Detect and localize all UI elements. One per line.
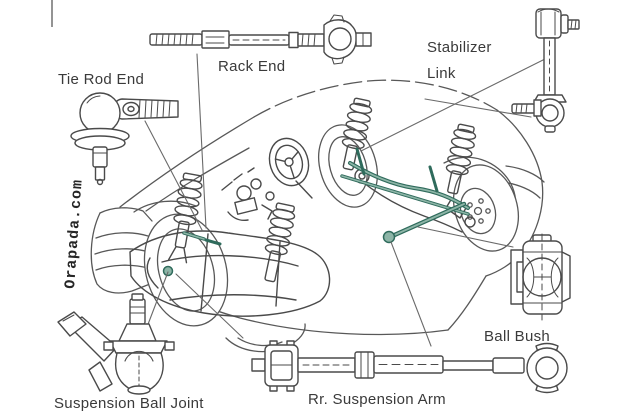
watermark-text: Orapada.com (62, 178, 87, 289)
stabilizer-link-on-car-right (428, 165, 439, 193)
steering-wheel (268, 137, 313, 199)
front-bumper (90, 207, 153, 294)
front-right-strut (263, 202, 297, 283)
tie-rod-end-drawing (70, 92, 179, 186)
label-stabilizer: Stabilizer (427, 39, 492, 56)
leader-stabilizer-link-1 (360, 58, 546, 152)
car-illustration (90, 79, 545, 353)
ball-bush-drawing (510, 233, 571, 322)
label-ball-bush: Ball Bush (484, 328, 550, 345)
leader-rack-end (196, 53, 207, 229)
label-rack-end: Rack End (218, 58, 285, 75)
engine-detail (221, 167, 275, 222)
rear-suspension-highlighted (340, 147, 470, 244)
leader-tie-rod-end (144, 120, 203, 231)
rear-right-strut (444, 123, 478, 195)
stabilizer-link-on-car-left (355, 147, 366, 176)
label-rr-suspension-arm: Rr. Suspension Arm (308, 391, 446, 408)
rack-end-drawing (149, 14, 372, 65)
leader-stabilizer-link-2 (424, 98, 532, 118)
leader-rr-suspension-arm (390, 241, 432, 347)
front-highlighted-parts (162, 231, 222, 277)
front-subframe (129, 230, 331, 317)
label-stabilizer-link: Link (427, 65, 456, 82)
rr-suspension-arm-drawing (251, 340, 568, 394)
suspension-ball-joint-drawing (57, 293, 175, 395)
label-suspension-ball-joint: Suspension Ball Joint (54, 395, 204, 412)
label-tie-rod-end: Tie Rod End (58, 71, 144, 88)
rear-left-wheel (318, 124, 378, 208)
leader-front-right (175, 273, 244, 339)
leader-ball-bush (417, 226, 514, 248)
leader-lines (141, 53, 546, 347)
stabilizer-link-drawing (511, 8, 580, 133)
rear-left-strut (340, 97, 374, 171)
